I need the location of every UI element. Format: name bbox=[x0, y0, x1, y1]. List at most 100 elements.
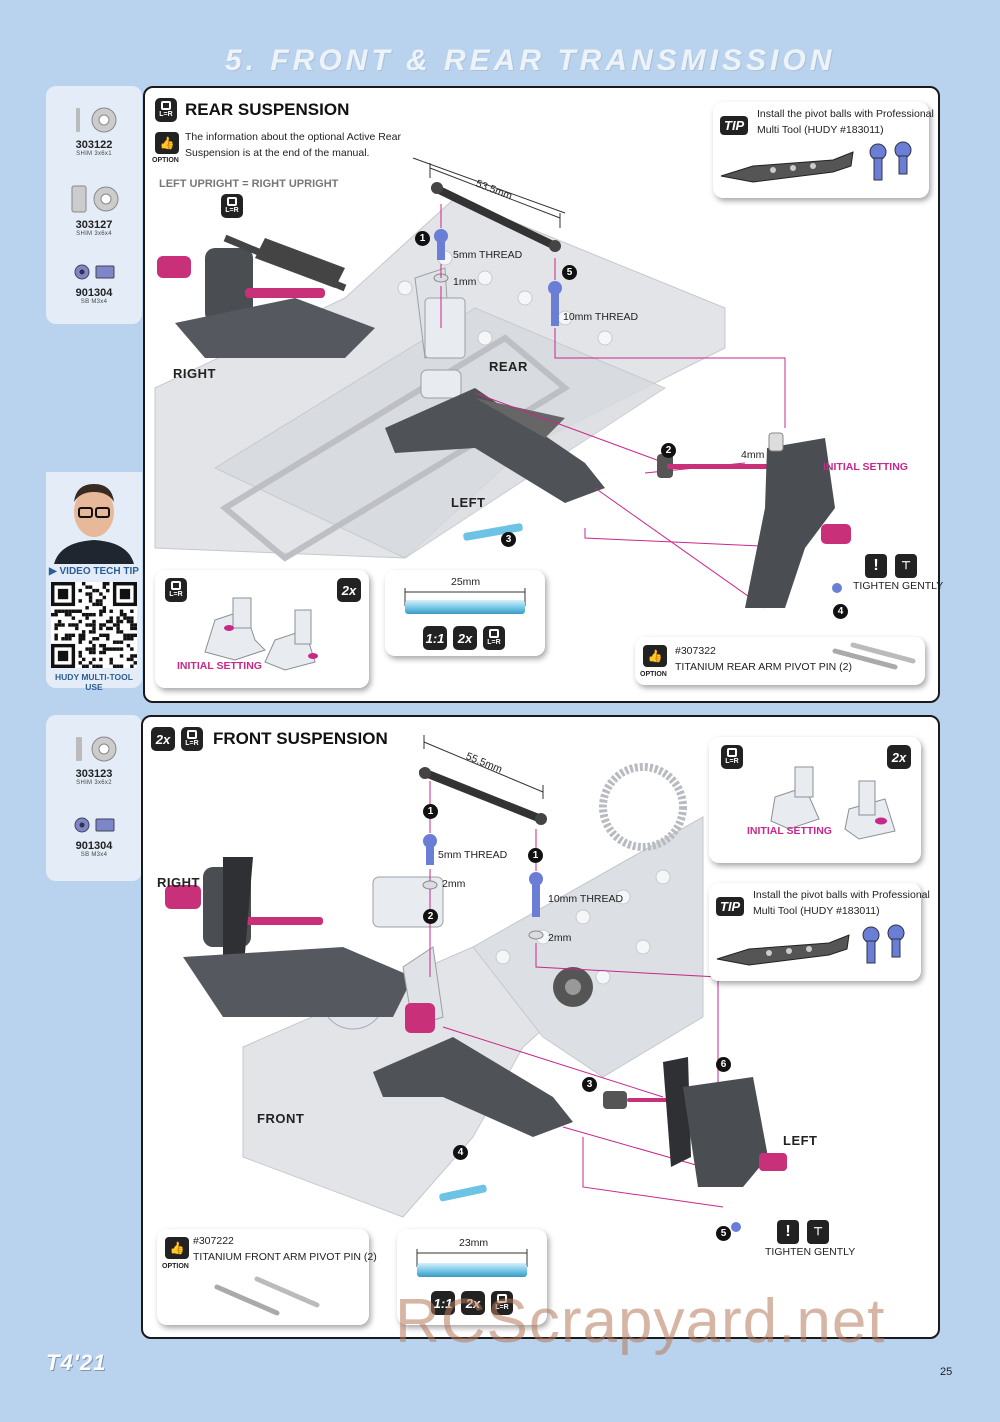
step-1b: 1 bbox=[528, 848, 543, 863]
screw-icon bbox=[74, 264, 115, 280]
left-equals-right-icon: L=R bbox=[181, 727, 203, 751]
multi-tool-illustration bbox=[720, 141, 912, 183]
part-303123: 303123 SHIM 3x6x2 bbox=[46, 735, 142, 786]
front-assembly-drawing bbox=[165, 735, 787, 1232]
shim-2mm-label: 2mm bbox=[442, 878, 466, 890]
front-initial-setting-callout: L=R 2x INITIAL SETTING bbox=[709, 737, 921, 863]
pivot-pin-rod bbox=[417, 1263, 527, 1277]
part-303122: 303122 SHIM 3x6x1 bbox=[46, 106, 142, 157]
screw-tighten-icon: ⊤ bbox=[807, 1220, 829, 1244]
rear-tip-callout: TIP Install the pivot balls with Profess… bbox=[713, 102, 934, 198]
pin-length-label: 23mm bbox=[459, 1237, 489, 1249]
option-thumb-icon: 👍 bbox=[155, 132, 179, 154]
part-desc: SHIM 3x6x1 bbox=[76, 151, 112, 157]
qr-code-icon[interactable] bbox=[51, 582, 137, 668]
video-tip-sidebar[interactable]: ▶ VIDEO TECH TIP HUDY MULTI-TOOL USE bbox=[46, 472, 142, 692]
quantity-2x-badge: 2x bbox=[151, 727, 175, 751]
part-desc: SHIM 3x6x2 bbox=[76, 780, 112, 786]
front-tip-callout: TIP Install the pivot balls with Profess… bbox=[709, 883, 930, 981]
left-side-label: LEFT bbox=[451, 495, 486, 510]
shim-icon bbox=[71, 185, 119, 213]
left-equals-right-icon: L=R bbox=[165, 578, 187, 602]
option-label: OPTION bbox=[640, 671, 667, 678]
shim-2mm-label-b: 2mm bbox=[548, 932, 572, 944]
front-option-pin-callout: 👍 OPTION #307222 TITANIUM FRONT ARM PIVO… bbox=[157, 1229, 377, 1325]
tighten-gently-label: TIGHTEN GENTLY bbox=[765, 1246, 856, 1258]
pivot-pin-rod bbox=[405, 600, 525, 614]
spacer-4mm-label: 4mm bbox=[741, 449, 765, 461]
upright-note: LEFT UPRIGHT = RIGHT UPRIGHT bbox=[159, 178, 339, 190]
video-tip-link[interactable]: ▶ VIDEO TECH TIP bbox=[46, 566, 142, 577]
rear-option-pin-callout: 👍 OPTION #307322 TITANIUM REAR ARM PIVOT… bbox=[635, 637, 925, 685]
step-2: 2 bbox=[661, 443, 676, 458]
t421-logo: T4'21 bbox=[46, 1350, 107, 1375]
option-label: OPTION bbox=[162, 1263, 189, 1270]
option-part-number: #307222 bbox=[193, 1235, 234, 1247]
info-line-2: Suspension is at the end of the manual. bbox=[185, 147, 370, 159]
step-3: 3 bbox=[582, 1077, 597, 1092]
tighten-gently-label: TIGHTEN GENTLY bbox=[853, 580, 944, 592]
initial-setting-callout-label: INITIAL SETTING bbox=[747, 825, 832, 837]
part-number: 303127 bbox=[75, 219, 113, 231]
bulkhead-illustration bbox=[770, 766, 896, 840]
part-number: 901304 bbox=[75, 840, 113, 852]
scale-1to1-badge: 1:1 bbox=[431, 1291, 455, 1315]
left-equals-right-icon: L=R bbox=[721, 745, 743, 769]
rear-label: REAR bbox=[489, 359, 528, 374]
step-1: 1 bbox=[423, 804, 438, 819]
step-5: 5 bbox=[562, 265, 577, 280]
tip-badge: TIP bbox=[716, 897, 745, 916]
quantity-2x-badge: 2x bbox=[453, 626, 477, 650]
part-desc: SB M3x4 bbox=[80, 299, 108, 305]
step-5: 5 bbox=[716, 1226, 731, 1241]
rear-suspension-panel: L=R REAR SUSPENSION 👍 OPTION The informa… bbox=[143, 86, 944, 703]
pin-length-label: 25mm bbox=[451, 576, 481, 588]
quantity-2x-badge: 2x bbox=[887, 745, 911, 769]
thread-5mm-label: 5mm THREAD bbox=[453, 249, 523, 261]
option-thumb-icon: 👍 bbox=[643, 645, 667, 667]
part-number: 303123 bbox=[75, 768, 113, 780]
step-2: 2 bbox=[423, 909, 438, 924]
option-label: OPTION bbox=[152, 157, 179, 164]
part-901304: 901304 SB M3x4 bbox=[46, 262, 142, 305]
bulkhead-illustration bbox=[204, 597, 318, 671]
step-1: 1 bbox=[415, 231, 430, 246]
part-desc: SHIM 3x6x4 bbox=[76, 231, 112, 237]
part-901304: 901304 SB M3x4 bbox=[46, 815, 142, 858]
front-suspension-panel: 2x L=R FRONT SUSPENSION bbox=[141, 715, 940, 1339]
part-number: 901304 bbox=[75, 287, 113, 299]
initial-setting-callout-label: INITIAL SETTING bbox=[177, 660, 262, 672]
presenter-photo bbox=[46, 472, 142, 564]
titanium-pins-illustration bbox=[214, 1276, 320, 1316]
initial-setting-label: INITIAL SETTING bbox=[823, 461, 908, 473]
option-part-name: TITANIUM FRONT ARM PIVOT PIN (2) bbox=[193, 1251, 377, 1263]
thread-10mm-label: 10mm THREAD bbox=[548, 893, 624, 905]
rear-assembly-drawing bbox=[154, 157, 851, 609]
thread-5mm-label: 5mm THREAD bbox=[438, 849, 508, 861]
right-side-label: RIGHT bbox=[157, 875, 200, 890]
shim-1mm-label: 1mm bbox=[453, 276, 477, 288]
section-header: 5. FRONT & REAR TRANSMISSION bbox=[225, 44, 836, 77]
shim-icon bbox=[76, 107, 117, 133]
tip-line-1: Install the pivot balls with Professiona… bbox=[757, 108, 934, 120]
video-tip-label: VIDEO TECH TIP bbox=[59, 566, 139, 577]
step-3: 3 bbox=[501, 532, 516, 547]
left-equals-right-icon: L=R bbox=[155, 98, 177, 122]
rear-suspension-title: REAR SUSPENSION bbox=[185, 100, 350, 119]
part-number: 303122 bbox=[75, 139, 113, 151]
page-number: 25 bbox=[940, 1366, 953, 1378]
titanium-pins-illustration bbox=[832, 642, 916, 670]
part-303127: 303127 SHIM 3x6x4 bbox=[46, 184, 142, 237]
option-part-name: TITANIUM REAR ARM PIVOT PIN (2) bbox=[675, 661, 852, 673]
play-icon: ▶ bbox=[49, 566, 60, 577]
caution-icon: ! bbox=[777, 1220, 799, 1244]
step-4: 4 bbox=[833, 604, 848, 619]
info-line-1: The information about the optional Activ… bbox=[185, 131, 401, 143]
tip-line-2: Multi Tool (HUDY #183011) bbox=[757, 124, 884, 136]
tip-line-1: Install the pivot balls with Professiona… bbox=[753, 889, 930, 901]
step-6: 6 bbox=[716, 1057, 731, 1072]
video-caption: HUDY MULTI-TOOL USE bbox=[55, 672, 133, 692]
option-part-number: #307322 bbox=[675, 645, 716, 657]
front-pin-length-callout: 23mm 1:1 2x L=R bbox=[397, 1229, 547, 1325]
part-desc: SB M3x4 bbox=[80, 852, 108, 858]
